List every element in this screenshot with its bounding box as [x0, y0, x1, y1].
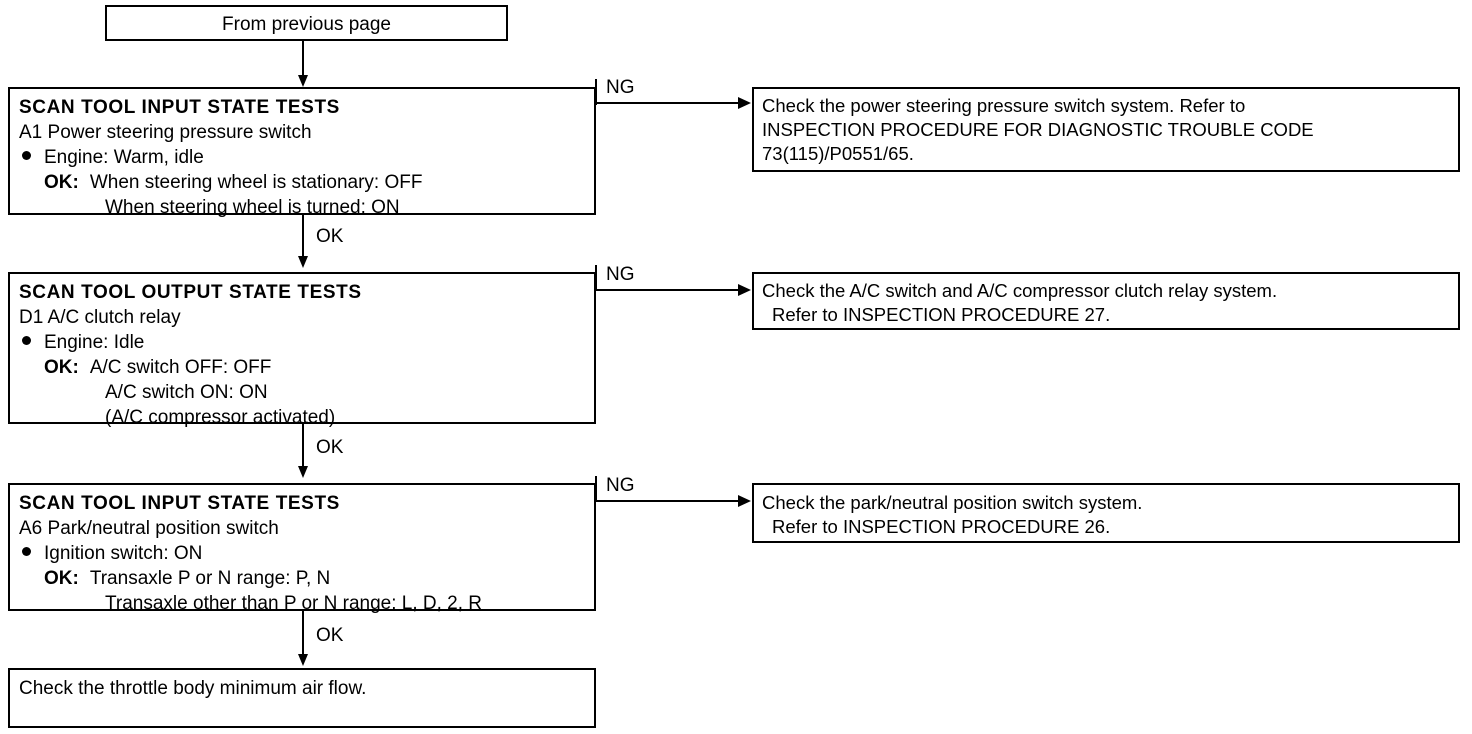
edge-label-ok-a6: OK: [316, 625, 344, 646]
step-a6-item: A6 Park/neutral position switch: [19, 518, 279, 539]
edge-label-ng-a6: NG: [606, 475, 635, 496]
bullet-icon: [22, 151, 31, 160]
entry-label: From previous page: [222, 14, 391, 35]
action-d1-line-1: Check the A/C switch and A/C compressor …: [762, 280, 1278, 301]
action-d1-line-2: Refer to INSPECTION PROCEDURE 27.: [772, 304, 1111, 325]
step-box-a6: SCAN TOOL INPUT STATE TESTS A6 Park/neut…: [8, 483, 596, 614]
step-a6-condition: Ignition switch: ON: [44, 543, 203, 564]
step-a6-title: SCAN TOOL INPUT STATE TESTS: [19, 493, 340, 514]
step-d1-ok-label: OK:: [44, 357, 79, 378]
arrowhead-a6-to-final: [298, 654, 308, 666]
action-a1-line-3: 73(115)/P0551/65.: [762, 143, 914, 164]
arrowhead-entry-to-a1: [298, 75, 308, 87]
action-box-a6: Check the park/neutral position switch s…: [752, 483, 1460, 543]
final-label: Check the throttle body minimum air flow…: [19, 678, 367, 699]
connector-a6-to-final: [302, 611, 304, 656]
entry-box: From previous page: [105, 5, 508, 41]
step-d1-item: D1 A/C clutch relay: [19, 307, 181, 328]
step-d1-ok-line-3: (A/C compressor activated): [105, 407, 336, 428]
step-a1-condition-row: Engine: Warm, idle: [19, 145, 585, 170]
step-a1-item: A1 Power steering pressure switch: [19, 122, 312, 143]
edge-label-ng-d1: NG: [606, 264, 635, 285]
connector-d1-to-a6: [302, 424, 304, 468]
step-a6-ok-line-1: Transaxle P or N range: P, N: [89, 568, 331, 589]
edge-label-ok-a1: OK: [316, 226, 344, 247]
step-box-d1: SCAN TOOL OUTPUT STATE TESTS D1 A/C clut…: [8, 272, 596, 428]
connector-d1-ng-stub: [595, 265, 597, 291]
step-a1-ok-line-1: When steering wheel is stationary: OFF: [89, 172, 423, 193]
action-a6-line-2: Refer to INSPECTION PROCEDURE 26.: [772, 516, 1111, 537]
action-a1-line-2: INSPECTION PROCEDURE FOR DIAGNOSTIC TROU…: [762, 119, 1314, 140]
step-a1-ok-label: OK:: [44, 172, 79, 193]
edge-label-ng-a1: NG: [606, 77, 635, 98]
step-box-a1: SCAN TOOL INPUT STATE TESTS A1 Power ste…: [8, 87, 596, 218]
step-a6-ok-row: OK: Transaxle P or N range: P, N: [19, 566, 585, 591]
arrowhead-d1-ng: [738, 284, 751, 296]
edge-label-ok-d1: OK: [316, 437, 344, 458]
bullet-icon: [22, 336, 31, 345]
step-a6-condition-row: Ignition switch: ON: [19, 541, 585, 566]
step-a1-ok-line-2: When steering wheel is turned: ON: [105, 197, 400, 218]
connector-entry-to-a1: [302, 41, 304, 77]
action-a1-line-1: Check the power steering pressure switch…: [762, 95, 1246, 116]
action-box-d1: Check the A/C switch and A/C compressor …: [752, 272, 1460, 330]
connector-a1-ng-stub: [595, 79, 597, 105]
step-d1-condition-row: Engine: Idle: [19, 330, 585, 355]
arrowhead-d1-to-a6: [298, 466, 308, 478]
step-d1-ok-line-2: A/C switch ON: ON: [105, 382, 268, 403]
step-a1-condition: Engine: Warm, idle: [44, 147, 204, 168]
action-box-a1: Check the power steering pressure switch…: [752, 87, 1460, 172]
connector-a1-to-d1: [302, 215, 304, 257]
step-a6-ok-label: OK:: [44, 568, 79, 589]
step-a1-ok-row: OK: When steering wheel is stationary: O…: [19, 170, 585, 195]
connector-a6-ng-stub: [595, 476, 597, 502]
final-box: Check the throttle body minimum air flow…: [8, 668, 596, 728]
arrowhead-a1-ng: [738, 97, 751, 109]
arrowhead-a1-to-d1: [298, 256, 308, 268]
step-a6-ok-line-2: Transaxle other than P or N range: L, D,…: [105, 593, 483, 614]
step-d1-title: SCAN TOOL OUTPUT STATE TESTS: [19, 282, 362, 303]
connector-a1-ng: [595, 102, 740, 104]
arrowhead-a6-ng: [738, 495, 751, 507]
step-a1-title: SCAN TOOL INPUT STATE TESTS: [19, 97, 340, 118]
step-d1-ok-line-1: A/C switch OFF: OFF: [89, 357, 272, 378]
step-d1-ok-row: OK: A/C switch OFF: OFF: [19, 355, 585, 380]
step-d1-condition: Engine: Idle: [44, 332, 145, 353]
connector-a6-ng: [595, 500, 740, 502]
action-a6-line-1: Check the park/neutral position switch s…: [762, 492, 1143, 513]
connector-d1-ng: [595, 289, 740, 291]
bullet-icon: [22, 547, 31, 556]
